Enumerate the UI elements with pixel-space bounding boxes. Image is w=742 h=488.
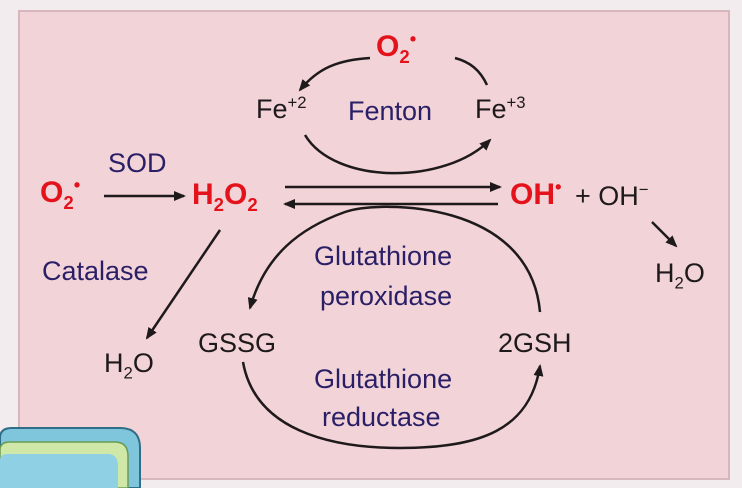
sod-label: SOD: [108, 148, 167, 178]
glutathione-peroxidase-line2: peroxidase: [320, 281, 453, 311]
superoxide-top-label: O2•: [376, 28, 417, 67]
superoxide-left-label: O2•: [40, 174, 81, 213]
hydrogen-peroxide-label: H2O2: [192, 178, 258, 215]
gpx-arc: [247, 205, 542, 313]
fenton-label: Fenton: [348, 96, 433, 126]
fenton-arc-top: [298, 56, 371, 92]
glutathione-reductase-line1: Glutathione: [314, 364, 453, 394]
glutathione-peroxidase-line1: Glutathione: [314, 241, 453, 271]
fenton-arc-bottom: [303, 134, 492, 175]
gssg-label: GSSG: [198, 328, 277, 358]
water-left-label: H2O: [104, 348, 154, 383]
diagram-panel: [18, 10, 730, 480]
catalase-arrow: [145, 229, 222, 340]
fe2-label: Fe+2: [256, 93, 307, 124]
gr-arc: [241, 361, 544, 450]
gsh-label: 2GSH: [498, 328, 572, 358]
fe3-label: Fe+3: [475, 93, 526, 124]
catalase-label: Catalase: [42, 256, 149, 286]
corner-shape: [0, 427, 141, 488]
hydroxyl-radical-label: OH•: [510, 176, 562, 211]
water-right-label: H2O: [655, 258, 705, 293]
glutathione-reductase-line2: reductase: [322, 402, 441, 432]
fenton-arc-top-right: [454, 56, 489, 86]
hydroxide-water-arrow: [651, 221, 678, 248]
decorative-corner: [0, 420, 150, 488]
hydroxide-label: + OH−: [575, 180, 649, 211]
